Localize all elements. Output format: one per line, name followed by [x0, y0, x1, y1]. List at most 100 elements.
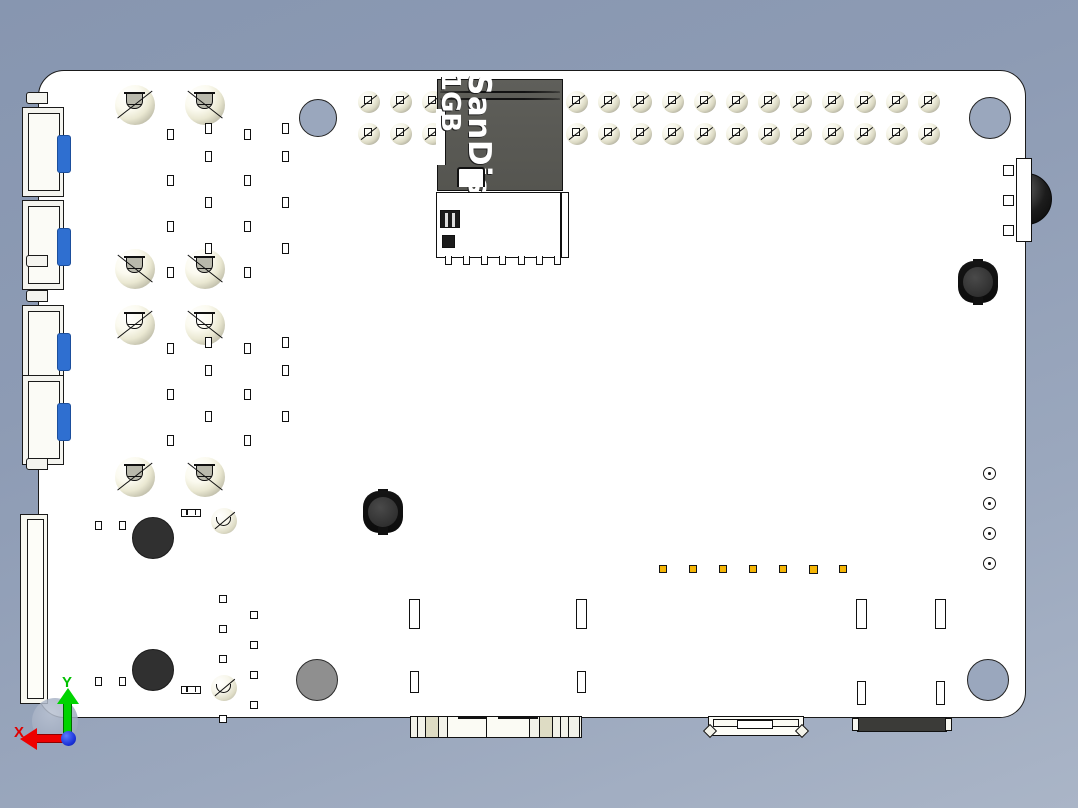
socket-rail: [560, 193, 562, 257]
smd-pad: [167, 389, 174, 400]
gpio-pin[interactable]: [566, 123, 588, 145]
smd-pad: [205, 197, 212, 208]
via-pad: [219, 625, 227, 633]
y-axis-label: Y: [62, 674, 73, 691]
sd-card-lip: [457, 167, 485, 187]
hdmi-cavity-right: [487, 716, 538, 737]
gpio-pin[interactable]: [918, 91, 940, 113]
smd-pad: [244, 129, 251, 140]
smd-pad: [282, 243, 289, 254]
socket-contact-fingers: [445, 256, 561, 265]
gpio-pin[interactable]: [358, 123, 380, 145]
hdmi-seg: [439, 717, 448, 737]
led-indicator: [115, 305, 155, 345]
hdmi-seg: [561, 717, 569, 737]
smd-pad: [167, 435, 174, 446]
usb-port-fourth[interactable]: [22, 375, 71, 465]
smd-pad: [205, 123, 212, 134]
usb-port-top[interactable]: [22, 107, 71, 197]
smd-pad: [282, 411, 289, 422]
gpio-pin[interactable]: [566, 91, 588, 113]
gpio-pin[interactable]: [630, 91, 652, 113]
gpio-pin[interactable]: [598, 123, 620, 145]
sd-card-socket[interactable]: [436, 192, 569, 265]
gpio-pin[interactable]: [790, 91, 812, 113]
smd-pad: [244, 343, 251, 354]
coordinate-triad: Y X: [8, 674, 118, 786]
led-indicator: [115, 457, 155, 497]
gpio-pin[interactable]: [390, 123, 412, 145]
gpio-pin[interactable]: [822, 123, 844, 145]
usb-insert: [57, 403, 71, 441]
capacitor: [211, 675, 237, 701]
gold-test-pad: [659, 565, 667, 573]
led-indicator: [185, 457, 225, 497]
gpio-pin[interactable]: [598, 91, 620, 113]
tactile-button-right[interactable]: [954, 259, 1002, 305]
hdmi-cavity-left: [448, 716, 498, 737]
slot-pad: [577, 671, 586, 693]
gold-test-pad: [749, 565, 757, 573]
smd-pad: [205, 151, 212, 162]
gpio-pin[interactable]: [886, 123, 908, 145]
gpio-pin[interactable]: [662, 91, 684, 113]
gpio-pin[interactable]: [726, 91, 748, 113]
smd-pad: [205, 411, 212, 422]
right-edge-bracket: [1016, 158, 1032, 242]
gpio-pin[interactable]: [758, 123, 780, 145]
gpio-pin[interactable]: [390, 91, 412, 113]
usb-cavity: [28, 206, 60, 284]
smd-pad: [205, 337, 212, 348]
slot-pad: [935, 599, 946, 629]
gpio-pin[interactable]: [630, 123, 652, 145]
edge-pad: [1003, 195, 1014, 206]
micro-usb-port[interactable]: [702, 716, 810, 739]
usb-tab-third: [26, 290, 48, 302]
via-pad: [250, 611, 258, 619]
hdmi-port[interactable]: [410, 716, 582, 738]
smd-pad: [205, 365, 212, 376]
gold-test-pad: [809, 565, 818, 574]
gpio-pin[interactable]: [662, 123, 684, 145]
tactile-button-center[interactable]: [359, 489, 407, 535]
resistor: [181, 686, 201, 694]
gpio-pin[interactable]: [758, 91, 780, 113]
led-indicator: [185, 85, 225, 125]
gpio-pin[interactable]: [886, 91, 908, 113]
sd-card-capacity-label: 1GB: [435, 73, 465, 133]
smd-pad: [282, 151, 289, 162]
hdmi-seg-tan: [426, 717, 439, 737]
smd-pad: [282, 123, 289, 134]
usb-cavity: [28, 113, 60, 191]
corner-pad: [95, 677, 102, 686]
smd-pad: [167, 267, 174, 278]
corner-pad: [119, 521, 126, 530]
slot-pad: [856, 599, 867, 629]
gpio-pin[interactable]: [694, 123, 716, 145]
ethernet-port[interactable]: [20, 514, 48, 704]
gpio-pin[interactable]: [854, 123, 876, 145]
mounting-hole-top-right: [969, 97, 1011, 139]
dark-edge-connector[interactable]: [852, 717, 952, 732]
usb-port-second[interactable]: [22, 200, 71, 290]
gpio-pin[interactable]: [726, 123, 748, 145]
slot-pad: [576, 599, 587, 629]
gold-test-pad: [779, 565, 787, 573]
mounting-hole-bottom-right: [967, 659, 1009, 701]
gpio-pin[interactable]: [918, 123, 940, 145]
mounting-hole-top-left: [299, 99, 337, 137]
gpio-pin[interactable]: [854, 91, 876, 113]
edge-pad: [1003, 165, 1014, 176]
via-pad: [250, 641, 258, 649]
gpio-pin[interactable]: [822, 91, 844, 113]
smd-pad: [244, 435, 251, 446]
gpio-pin[interactable]: [694, 91, 716, 113]
connector-end-right: [945, 718, 952, 731]
gpio-pin[interactable]: [790, 123, 812, 145]
gpio-pin[interactable]: [358, 91, 380, 113]
sd-card[interactable]: SanDisk 1GB: [435, 73, 563, 213]
sd-card-ridge: [440, 98, 560, 100]
usb-insert: [57, 228, 71, 266]
test-point-via: [983, 527, 996, 540]
